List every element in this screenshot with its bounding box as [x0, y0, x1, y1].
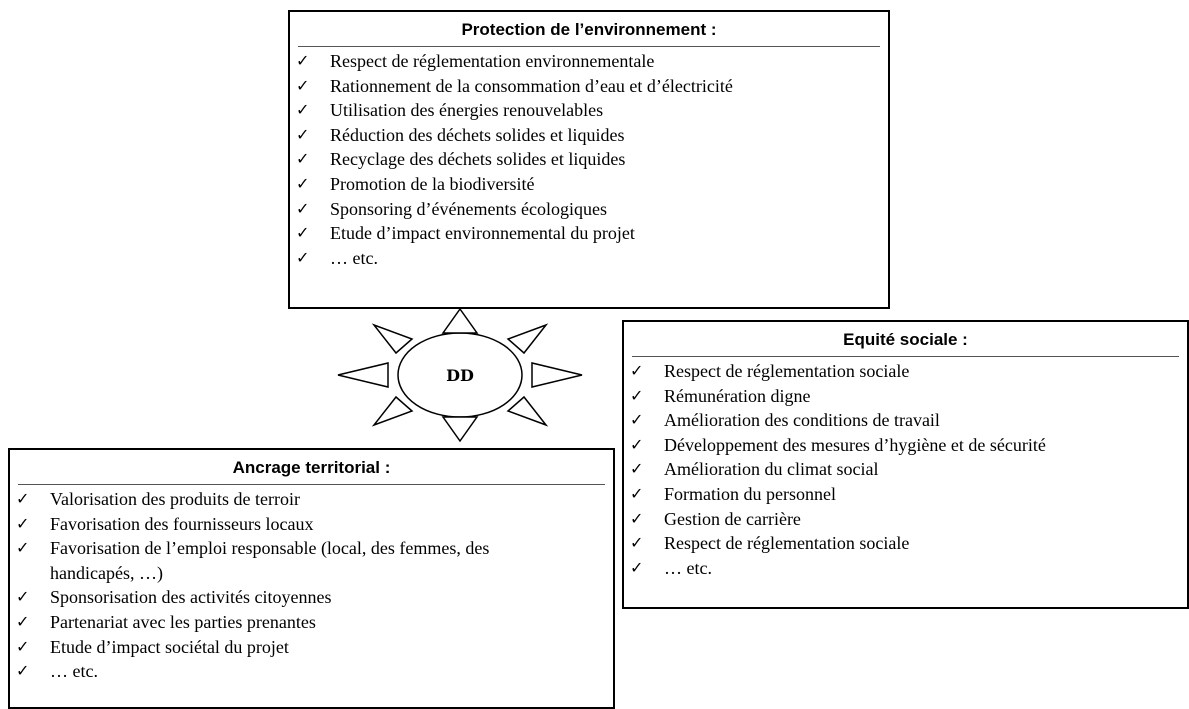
- ray-top-left: [371, 323, 414, 355]
- social-title: Equité sociale :: [843, 330, 968, 349]
- list-item-text: Respect de réglementation sociale: [664, 533, 910, 554]
- list-item-text: Favorisation de l’emploi responsable (lo…: [50, 538, 490, 583]
- list-item: ✓ Formation du personnel: [630, 482, 1187, 507]
- social-title-divider: [632, 356, 1179, 357]
- ray-bottom-left: [371, 395, 414, 427]
- list-item: ✓ Respect de réglementation sociale: [630, 531, 1187, 556]
- list-item-text: Favorisation des fournisseurs locaux: [50, 513, 314, 534]
- checkmark-icon: ✓: [630, 434, 644, 454]
- ray-top-right: [506, 323, 549, 355]
- list-item-text: Valorisation des produits de terroir: [50, 489, 300, 509]
- ray-right: [531, 362, 583, 388]
- list-item-text: … etc.: [330, 247, 378, 268]
- list-item-text: Amélioration des conditions de travail: [664, 410, 940, 431]
- territorial-title: Ancrage territorial :: [232, 458, 391, 477]
- list-item: ✓ Recyclage des déchets solides et liquid…: [296, 147, 888, 172]
- checkmark-icon: ✓: [630, 385, 644, 405]
- list-item-text: Rationnement de la consommation d’eau et…: [330, 75, 733, 96]
- checkmark-icon: ✓: [630, 410, 644, 430]
- list-item-text: Gestion de carrière: [664, 508, 801, 529]
- environment-list: ✓ Respect de réglementation environnement…: [290, 49, 888, 270]
- checkmark-icon: ✓: [630, 508, 644, 528]
- list-item: ✓ Amélioration des conditions de travail: [630, 408, 1187, 433]
- list-item: ✓ Promotion de la biodiversité: [296, 172, 888, 197]
- social-list: ✓ Respect de réglementation sociale ✓ Rému…: [624, 359, 1187, 580]
- list-item-text: Développement des mesures d’hygiène et d…: [664, 434, 1046, 455]
- list-item-text: Sponsoring d’événements écologiques: [330, 198, 607, 219]
- list-item: ✓ Respect de réglementation environnement…: [296, 49, 888, 74]
- list-item: ✓ … etc.: [630, 556, 1187, 581]
- list-item: ✓ Développement des mesures d’hygiène et …: [630, 433, 1187, 458]
- list-item: ✓ Amélioration du climat social: [630, 457, 1187, 482]
- list-item: ✓ Favorisation des fournisseurs locaux: [16, 512, 613, 537]
- checkmark-icon: ✓: [16, 661, 30, 681]
- checkmark-icon: ✓: [16, 538, 30, 558]
- checkmark-icon: ✓: [296, 75, 310, 95]
- center-label: DD: [446, 366, 474, 385]
- list-item-text: Formation du personnel: [664, 483, 836, 504]
- list-item: ✓ Respect de réglementation sociale: [630, 359, 1187, 384]
- list-item-text: Etude d’impact environnemental du projet: [330, 223, 635, 244]
- list-item: ✓ … etc.: [296, 246, 888, 271]
- list-item: ✓ Etude d’impact sociétal du projet: [16, 635, 613, 660]
- list-item-text: Partenariat avec les parties prenantes: [50, 611, 316, 632]
- checkmark-icon: ✓: [296, 223, 310, 243]
- list-item: ✓ Rationnement de la consommation d’eau e…: [296, 74, 888, 99]
- list-item-text: Respect de réglementation sociale: [664, 361, 910, 381]
- checkmark-icon: ✓: [16, 489, 30, 508]
- list-item-text: Rémunération digne: [664, 385, 811, 406]
- list-item: ✓ Sponsoring d’événements écologiques: [296, 197, 888, 222]
- territorial-title-divider: [18, 484, 605, 485]
- checkmark-icon: ✓: [296, 124, 310, 144]
- territorial-anchoring-box: Ancrage territorial : ✓ Valorisation des …: [8, 448, 615, 709]
- social-equity-box: Equité sociale : ✓ Respect de réglementat…: [622, 320, 1189, 609]
- list-item-text: … etc.: [664, 557, 712, 578]
- checkmark-icon: ✓: [296, 100, 310, 120]
- list-item: ✓ Rémunération digne: [630, 384, 1187, 409]
- list-item-text: Amélioration du climat social: [664, 459, 879, 480]
- checkmark-icon: ✓: [630, 533, 644, 553]
- list-item-text: Sponsorisation des activités citoyennes: [50, 587, 332, 608]
- checkmark-icon: ✓: [630, 557, 644, 577]
- ray-bottom-right: [506, 395, 549, 427]
- checkmark-icon: ✓: [296, 149, 310, 169]
- checkmark-icon: ✓: [296, 198, 310, 218]
- list-item-text: Etude d’impact sociétal du projet: [50, 636, 289, 657]
- checkmark-icon: ✓: [630, 459, 644, 479]
- environment-title-divider: [298, 46, 880, 47]
- list-item: ✓ Utilisation des énergies renouvelables: [296, 98, 888, 123]
- list-item: ✓ Partenariat avec les parties prenantes: [16, 610, 613, 635]
- environment-box: Protection de l’environnement : ✓ Respect…: [288, 10, 890, 309]
- list-item: ✓ … etc.: [16, 659, 613, 684]
- environment-title: Protection de l’environnement :: [461, 20, 717, 39]
- checkmark-icon: ✓: [630, 361, 644, 380]
- list-item-text: Promotion de la biodiversité: [330, 173, 535, 194]
- list-item-text: … etc.: [50, 661, 98, 682]
- list-item: ✓ Sponsorisation des activités citoyennes: [16, 585, 613, 610]
- list-item: ✓ Valorisation des produits de terroir: [16, 487, 613, 512]
- checkmark-icon: ✓: [16, 611, 30, 631]
- list-item: ✓ Réduction des déchets solides et liquid…: [296, 123, 888, 148]
- list-item-text: Utilisation des énergies renouvelables: [330, 100, 604, 121]
- ray-top: [441, 307, 479, 334]
- checkmark-icon: ✓: [16, 636, 30, 656]
- checkmark-icon: ✓: [630, 483, 644, 503]
- checkmark-icon: ✓: [16, 513, 30, 533]
- ray-bottom: [441, 416, 479, 443]
- checkmark-icon: ✓: [296, 247, 310, 267]
- checkmark-icon: ✓: [16, 587, 30, 607]
- list-item: ✓ Etude d’impact environnemental du proje…: [296, 221, 888, 246]
- checkmark-icon: ✓: [296, 173, 310, 193]
- list-item-text: Recyclage des déchets solides et liquide…: [330, 149, 626, 170]
- sustainable-development-sun-icon: DD: [337, 307, 583, 443]
- list-item-text: Respect de réglementation environnementa…: [330, 51, 655, 71]
- territorial-list: ✓ Valorisation des produits de terroir ✓ F…: [10, 487, 613, 684]
- checkmark-icon: ✓: [296, 51, 310, 70]
- ray-left: [337, 362, 389, 388]
- list-item: ✓ Gestion de carrière: [630, 507, 1187, 532]
- list-item-text: Réduction des déchets solides et liquide…: [330, 124, 625, 145]
- list-item: ✓ Favorisation de l’emploi responsable (l…: [16, 536, 613, 585]
